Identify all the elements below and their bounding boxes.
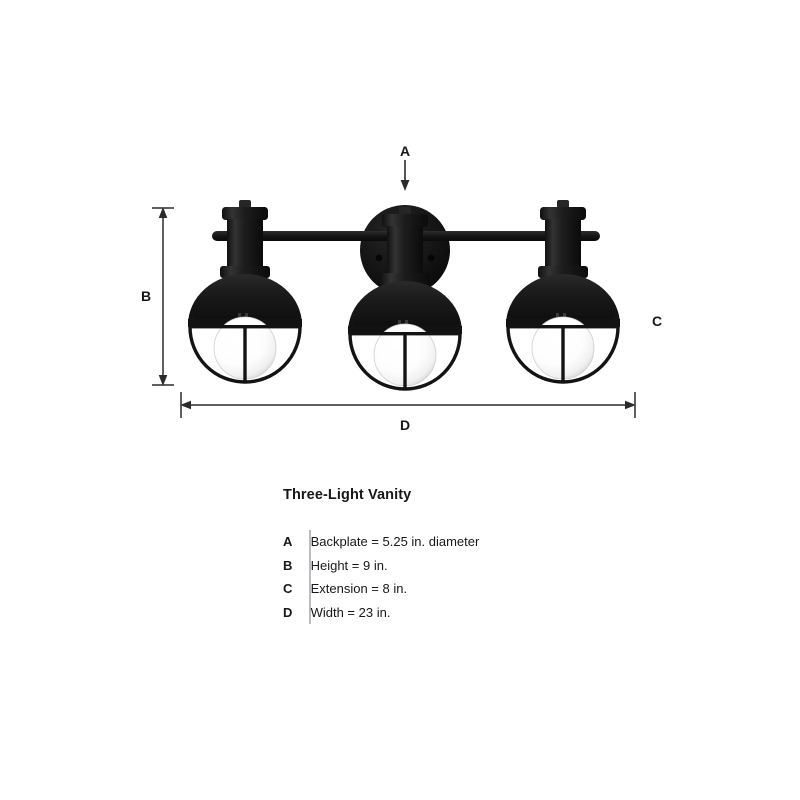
shade-dome-center: [348, 281, 462, 332]
cage-strut-right: [561, 325, 565, 382]
dimension-marker-a: [400, 160, 410, 191]
shade-vent-center-1: [398, 320, 401, 327]
stem-body-right: [545, 219, 581, 273]
cage-tab-left-inner: [296, 316, 301, 328]
backplate-screw-right: [427, 254, 435, 262]
cage-strut-center: [403, 332, 407, 389]
dimension-label-d: D: [400, 417, 410, 433]
legend-block: Three-Light Vanity A Backplate = 5.25 in…: [282, 487, 702, 624]
legend-row: B Height = 9 in.: [283, 554, 479, 578]
stem-collar-left: [220, 266, 270, 278]
stem-finial-right: [557, 200, 569, 208]
stem-collar-center: [380, 273, 430, 285]
cage-tab-center-right: [456, 323, 461, 335]
stem-cap-left: [222, 207, 268, 220]
cage-tab-right-inner: [507, 316, 512, 328]
stem-body-left: [227, 219, 263, 273]
cage-tab-right-outer: [614, 316, 619, 328]
legend-value-b: Height = 9 in.: [310, 557, 388, 573]
legend-row: C Extension = 8 in.: [283, 577, 479, 601]
legend-key-d: D: [283, 604, 293, 620]
shade-dome-right: [506, 274, 620, 325]
legend-divider: [309, 530, 311, 624]
stem-cap-right: [540, 207, 586, 220]
cage-tab-center-left: [349, 323, 354, 335]
legend-value-d: Width = 23 in.: [310, 604, 391, 620]
legend-value-a: Backplate = 5.25 in. diameter: [310, 534, 480, 549]
shade-dome-left: [188, 274, 302, 325]
legend-key-c: C: [283, 581, 293, 596]
shade-vent-right-2: [563, 313, 566, 320]
shade-vent-left-2: [245, 313, 248, 320]
legend-row: A Backplate = 5.25 in. diameter: [283, 530, 480, 624]
legend-key-a: A: [283, 534, 293, 549]
shade-vent-center-2: [405, 320, 408, 327]
dimension-marker-d: [180, 392, 636, 418]
legend-key-b: B: [283, 557, 293, 573]
light-head-center: [348, 207, 462, 391]
cage-strut-left: [243, 325, 247, 382]
stem-finial-center: [399, 207, 411, 215]
dimension-marker-b: [152, 207, 174, 386]
light-head-right: [506, 200, 620, 384]
legend-row: D Width = 23 in.: [283, 601, 479, 625]
legend-title: Three-Light Vanity: [283, 487, 412, 503]
dimension-label-a: A: [400, 143, 410, 159]
stem-finial-left: [239, 200, 251, 208]
dimension-label-b: B: [141, 288, 151, 304]
shade-vent-right-1: [556, 313, 559, 320]
cage-tab-left-outer: [189, 316, 194, 328]
legend-divider-rule: [309, 530, 311, 624]
legend-value-c: Extension = 8 in.: [310, 581, 408, 596]
shade-vent-left-1: [238, 313, 241, 320]
backplate-screw-left: [375, 254, 383, 262]
legend-table: A Backplate = 5.25 in. diameter B Height…: [283, 530, 479, 624]
light-head-left: [188, 200, 302, 384]
stem-body-center: [387, 226, 423, 280]
dimension-label-c: C: [652, 313, 662, 329]
stem-cap-center: [382, 214, 428, 227]
stem-collar-right: [538, 266, 588, 278]
